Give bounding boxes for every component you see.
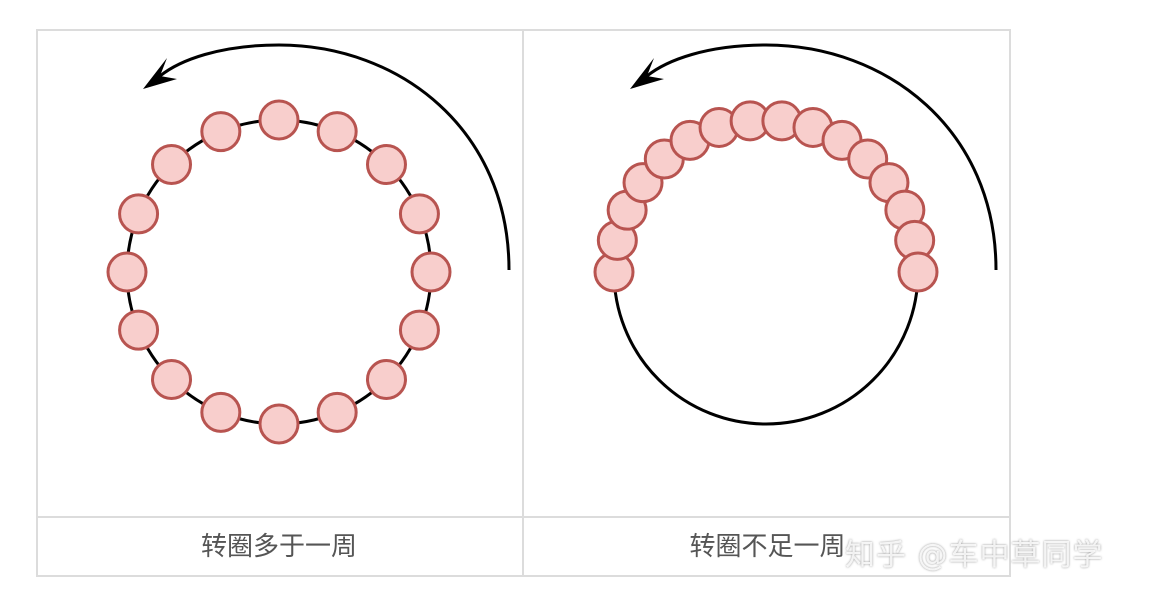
bead xyxy=(316,111,358,153)
caption-right: 转圈不足一周 xyxy=(689,532,846,562)
right-panel-diagram xyxy=(593,43,998,426)
right-arrowhead-icon xyxy=(630,58,664,89)
bead xyxy=(200,111,242,153)
left-arrowhead-icon xyxy=(143,58,177,89)
right-bead-group xyxy=(593,100,939,293)
bead xyxy=(106,251,148,293)
right-track-arc xyxy=(612,271,920,426)
bead xyxy=(365,358,407,400)
bead xyxy=(398,309,440,351)
watermark-text: 知乎 @车中草同学 xyxy=(845,538,1104,573)
left-rotation-arrow xyxy=(159,43,511,271)
bead xyxy=(118,309,160,351)
right-rotation-arrow xyxy=(646,43,998,271)
panel-divider xyxy=(522,29,524,577)
bead xyxy=(258,403,300,445)
bead xyxy=(118,193,160,235)
bead xyxy=(316,391,358,433)
left-bead-group xyxy=(106,99,452,445)
bead xyxy=(365,144,407,186)
caption-left: 转圈多于一周 xyxy=(200,532,357,562)
bead xyxy=(151,358,193,400)
bead xyxy=(410,251,452,293)
bead xyxy=(897,251,939,293)
bead xyxy=(151,144,193,186)
left-panel-diagram xyxy=(106,43,511,445)
caption-divider xyxy=(36,516,1011,518)
bead xyxy=(398,193,440,235)
bead xyxy=(258,99,300,141)
bead xyxy=(200,391,242,433)
